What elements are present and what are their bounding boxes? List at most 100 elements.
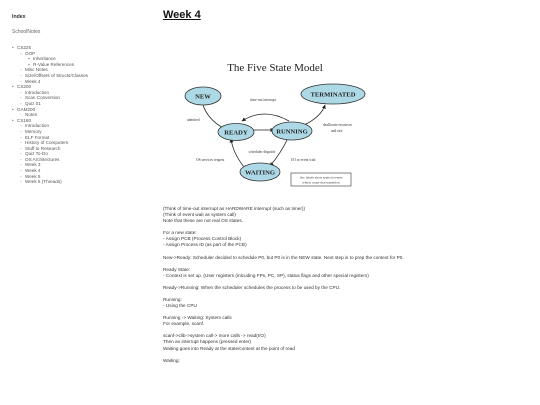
bullet-icon: ▪ [28,61,30,67]
state-new-label: NEW [195,93,211,100]
sidebar-nav-item[interactable]: ▪R-Value References [12,62,150,68]
sidebar-nav-label: OOP [25,50,36,56]
bullet-icon: ▪ [28,56,30,62]
edge-label-admitted: admitted [187,118,200,122]
sidebar-nav-item[interactable]: ◦Scan Conversion [12,95,150,101]
state-terminated-label: TERMINATED [311,91,356,98]
arrow-new-to-ready [202,104,226,130]
bullet-icon: ◦ [20,67,22,73]
sidebar-nav-item[interactable]: ◦Misc Notes [12,67,150,73]
sidebar-nav-label: Week 4 [25,168,41,174]
bullet-icon: ◦ [20,140,22,146]
bullet-icon: • [12,106,14,112]
note-paragraph: For a new state:- Assign PCB (Process Co… [163,230,528,248]
edge-label-io: I/O or event wait [291,158,315,162]
site-index-link[interactable]: Index [12,14,26,20]
note-paragraph: (Think of time-out interrupt as HARDWARE… [163,206,528,224]
bullet-icon: ◦ [20,128,22,134]
sidebar-nav-item[interactable]: ◦Week 4 [12,79,150,85]
bullet-icon: ◦ [20,173,22,179]
sidebar: Index SchoolNotes •CS225◦OOP▪Inheritance… [0,0,150,405]
sidebar-nav-item[interactable]: •CS180 [12,118,150,124]
sidebar-nav-item[interactable]: ◦OS Architectures [12,157,150,163]
sidebar-nav-item[interactable]: ▪Inheritance [12,56,150,62]
sidebar-nav-label: Week 5 [25,173,41,179]
sidebar-nav-item[interactable]: ◦Quiz To-Do [12,151,150,157]
note-paragraph: Ready State:- Context is set up. (User r… [163,267,528,279]
arrow-running-to-waiting [269,137,289,167]
bullet-icon: ◦ [20,89,22,95]
diagram-title: The Five State Model [227,62,323,74]
sidebar-nav-label: Introduction [25,123,50,129]
diagram-note-box [290,172,352,187]
sidebar-nav-label: Week 6 (Threads) [25,179,62,185]
sidebar-nav-item[interactable]: ◦Week 4 [12,168,150,174]
note-line: scanf->clib->system call-> more calls ->… [163,333,266,339]
sidebar-nav-label: Stuff to Research [25,145,61,151]
sidebar-nav-item[interactable]: ◦OOP [12,51,150,57]
sidebar-nav-item[interactable]: ◦Notes [12,112,150,118]
sidebar-nav-item[interactable]: ◦Week 5 [12,174,150,180]
note-line: Then an interrupt happens (pressed enter… [163,339,252,345]
bullet-icon: ◦ [20,78,22,84]
page-title: Week 4 [163,9,201,21]
sidebar-nav-item[interactable]: ◦Quiz 01 [12,101,150,107]
note-line: Running: [163,296,182,302]
note-paragraph: New->Ready: Scheduler decided to schedul… [163,255,528,261]
edge-label-dealloc-1: deallocate resources [323,123,353,127]
note-paragraph: scanf->clib->system call-> more calls ->… [163,333,528,351]
note-line: Running -> Waiting: System calls [163,315,232,321]
state-running [271,121,313,141]
note-line: (Think of event wait as system call) [163,212,236,218]
bullet-icon: ◦ [20,151,22,157]
diagram-note-line-1: Arc labels show typical events [300,176,343,180]
note-line: Waiting: [163,357,180,363]
note-line: For example, scanf. [163,321,205,327]
bullet-icon: • [12,117,14,123]
sidebar-nav-label: Scan Conversion [25,95,60,101]
bullet-icon: ◦ [20,95,22,101]
edge-label-dispatch: scheduler dispatch [249,150,276,154]
sidebar-nav-item[interactable]: ◦Memory [12,129,150,135]
sidebar-nav-item[interactable]: ◦Introduction [12,123,150,129]
bullet-icon: ◦ [20,134,22,140]
arrow-running-to-terminated [303,104,326,126]
note-line: New->Ready: Scheduler decided to schedul… [163,254,404,260]
note-line: For a new state: [163,230,197,236]
bullet-icon: ◦ [20,179,22,185]
sidebar-nav-item[interactable]: •GAM200 [12,107,150,113]
bullet-icon: ◦ [20,156,22,162]
sidebar-nav-tree: •CS225◦OOP▪Inheritance▪R-Value Reference… [12,45,150,185]
site-name-link[interactable]: SchoolNotes [12,29,41,35]
sidebar-nav-label: ELF Format [25,134,50,140]
main-content: Week 4 The Five State Model NEW TERMINAT… [163,0,533,405]
notes-body: (Think of time-out interrupt as HARDWARE… [163,206,528,370]
state-waiting-label: WAITING [245,169,275,176]
note-line: Note that these are not real OS states. [163,218,243,224]
arrow-running-to-ready [241,113,290,122]
sidebar-nav-label: Week 4 [25,78,41,84]
note-paragraph: Running:- Using the CPU [163,297,528,309]
five-state-model-diagram: The Five State Model NEW TERMINATED READ… [184,62,366,187]
bullet-icon: ◦ [20,72,22,78]
sidebar-nav-item[interactable]: •CS200 [12,84,150,90]
bullet-icon: • [12,84,14,90]
sidebar-nav-item[interactable]: ◦Stuff to Research [12,146,150,152]
sidebar-nav-item[interactable]: ◦Week 6 (Threads) [12,179,150,185]
sidebar-nav-label: CS200 [17,84,32,90]
sidebar-nav-item[interactable]: ◦ELF Format [12,135,150,141]
state-ready [217,123,255,141]
sidebar-nav-item[interactable]: ◦Introduction [12,90,150,96]
sidebar-nav-label: Week 3 [25,162,41,168]
sidebar-nav-item[interactable]: ◦Week 3 [12,162,150,168]
bullet-icon: ◦ [20,50,22,56]
note-line: (Think of time-out interrupt as HARDWARE… [163,206,306,211]
arrow-waiting-to-ready [229,138,245,168]
sidebar-nav-item[interactable]: ◦History of Computers [12,140,150,146]
diagram-note-line-2: which cause that transition [302,181,340,185]
state-terminated [300,83,366,105]
note-line: Ready State: [163,266,191,272]
sidebar-nav-item[interactable]: •CS225 [12,45,150,51]
sidebar-nav-item[interactable]: ◦Size/Offsets of Structs/Classes [12,73,150,79]
sidebar-nav-label: CS180 [17,117,32,123]
